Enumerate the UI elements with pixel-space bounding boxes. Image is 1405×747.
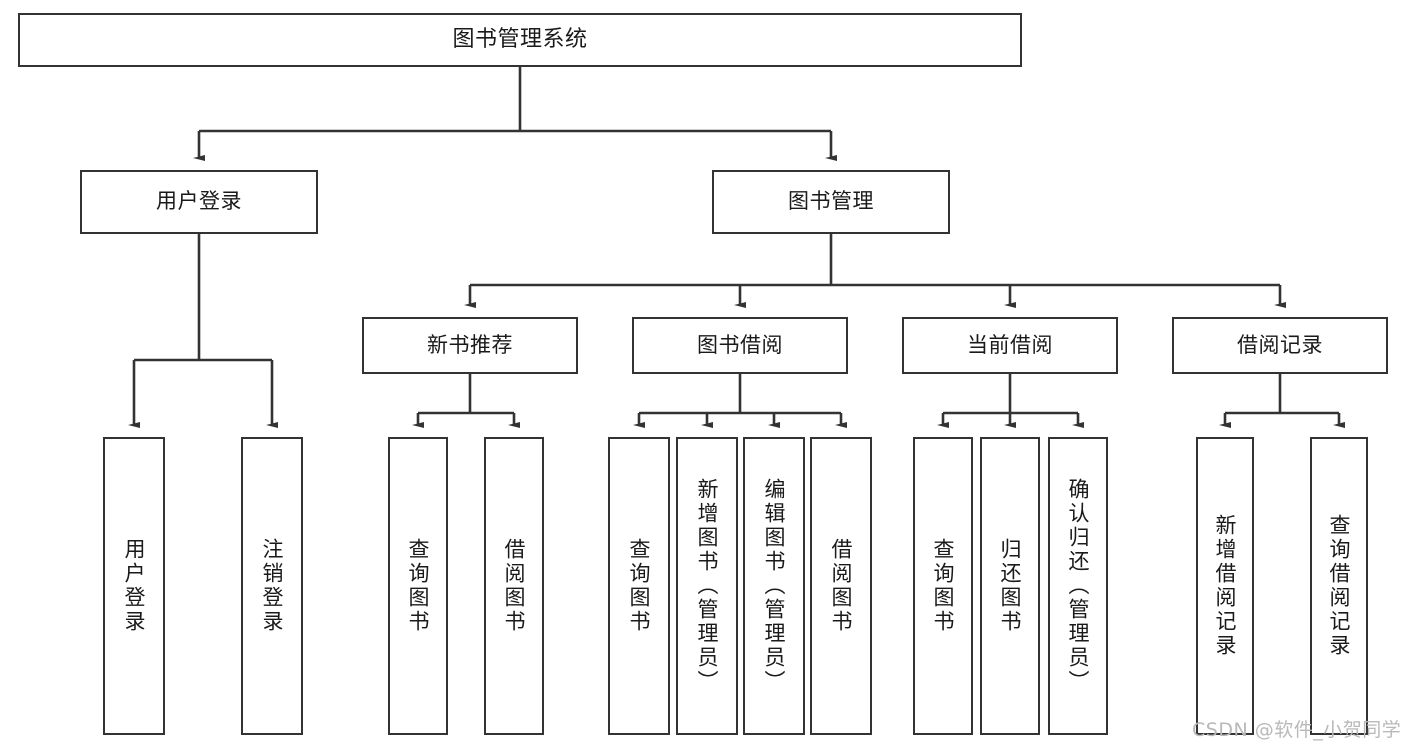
node-book-borrow-label: 图书借阅 bbox=[697, 332, 783, 357]
node-user-login[interactable]: 用户登录 bbox=[80, 170, 318, 234]
node-leaf-confirm-return[interactable]: 确认归还（管理员） bbox=[1048, 437, 1108, 735]
node-new-book-recommend[interactable]: 新书推荐 bbox=[362, 317, 578, 374]
node-book-borrow[interactable]: 图书借阅 bbox=[632, 317, 848, 374]
node-leaf-query-book-1-label: 查询图书 bbox=[406, 538, 431, 634]
node-book-manage-label: 图书管理 bbox=[788, 189, 874, 214]
node-leaf-query-book-3[interactable]: 查询图书 bbox=[913, 437, 973, 735]
node-leaf-return-book[interactable]: 归还图书 bbox=[980, 437, 1040, 735]
node-current-borrow-label: 当前借阅 bbox=[967, 332, 1053, 357]
watermark: CSDN @软件_小贺同学 bbox=[1192, 719, 1402, 741]
node-current-borrow[interactable]: 当前借阅 bbox=[902, 317, 1118, 374]
node-leaf-user-logout-label: 注销登录 bbox=[260, 538, 285, 634]
node-leaf-add-borrow-record-label: 新增借阅记录 bbox=[1213, 514, 1238, 658]
node-new-book-recommend-label: 新书推荐 bbox=[427, 332, 513, 357]
node-leaf-query-book-1[interactable]: 查询图书 bbox=[388, 437, 448, 735]
node-user-login-label: 用户登录 bbox=[156, 189, 242, 214]
node-leaf-user-login[interactable]: 用户登录 bbox=[103, 437, 165, 735]
node-root[interactable]: 图书管理系统 bbox=[18, 13, 1022, 67]
node-leaf-add-book-label: 新增图书（管理员） bbox=[695, 478, 720, 694]
node-leaf-query-book-3-label: 查询图书 bbox=[931, 538, 956, 634]
node-leaf-query-borrow-record[interactable]: 查询借阅记录 bbox=[1310, 437, 1368, 735]
node-book-manage[interactable]: 图书管理 bbox=[712, 170, 950, 234]
node-leaf-edit-book[interactable]: 编辑图书（管理员） bbox=[743, 437, 805, 735]
node-leaf-borrow-book-2[interactable]: 借阅图书 bbox=[810, 437, 872, 735]
node-leaf-user-login-label: 用户登录 bbox=[122, 538, 147, 634]
node-leaf-query-borrow-record-label: 查询借阅记录 bbox=[1327, 514, 1352, 658]
node-borrow-record[interactable]: 借阅记录 bbox=[1172, 317, 1388, 374]
node-borrow-record-label: 借阅记录 bbox=[1237, 332, 1323, 357]
node-leaf-borrow-book-1[interactable]: 借阅图书 bbox=[484, 437, 544, 735]
node-leaf-add-borrow-record[interactable]: 新增借阅记录 bbox=[1196, 437, 1254, 735]
node-leaf-query-book-2[interactable]: 查询图书 bbox=[608, 437, 670, 735]
node-leaf-borrow-book-1-label: 借阅图书 bbox=[502, 538, 527, 634]
node-leaf-confirm-return-label: 确认归还（管理员） bbox=[1066, 478, 1091, 694]
node-leaf-query-book-2-label: 查询图书 bbox=[627, 538, 652, 634]
node-leaf-edit-book-label: 编辑图书（管理员） bbox=[762, 478, 787, 694]
node-leaf-add-book[interactable]: 新增图书（管理员） bbox=[676, 437, 738, 735]
node-root-label: 图书管理系统 bbox=[452, 26, 588, 52]
node-leaf-return-book-label: 归还图书 bbox=[998, 538, 1023, 634]
node-leaf-user-logout[interactable]: 注销登录 bbox=[241, 437, 303, 735]
node-leaf-borrow-book-2-label: 借阅图书 bbox=[829, 538, 854, 634]
